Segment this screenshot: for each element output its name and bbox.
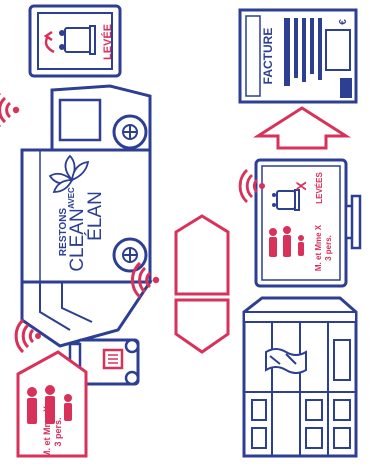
truck-icon: RESTONS CLEAN AVEC ÉLAN (22, 86, 150, 346)
truck-wheel-rear (114, 239, 146, 271)
arrow-icon (258, 108, 346, 148)
tablet-icon: LEVÉE (30, 6, 120, 76)
monitor-persons: 3 pers. (324, 235, 333, 261)
house-icon: M. et Mme X 3 pers. (18, 352, 86, 458)
truck-wheel-front (114, 116, 146, 148)
invoice-icon: FACTURE € (240, 10, 356, 102)
building-icon (244, 298, 356, 456)
monitor-icon: X LEVÉES M. et Mme X 3 pers. (256, 160, 360, 286)
arrow-icon (176, 216, 228, 352)
wifi-icon (0, 93, 19, 127)
tablet-label: LEVÉE (101, 24, 114, 60)
bin-icon (272, 190, 299, 210)
monitor-unit: LEVÉES (315, 172, 324, 204)
slogan-avec: AVEC (67, 187, 76, 209)
invoice-title: FACTURE (261, 28, 275, 85)
bin-lift-icon (59, 26, 95, 54)
invoice-currency: € (338, 19, 349, 25)
slogan-elan: ÉLAN (85, 191, 106, 241)
monitor-names: M. et Mme X (314, 224, 323, 271)
monitor-count: X (293, 181, 309, 191)
household-persons: 3 pers. (53, 417, 63, 446)
household-names: M. et Mme X (42, 406, 52, 458)
